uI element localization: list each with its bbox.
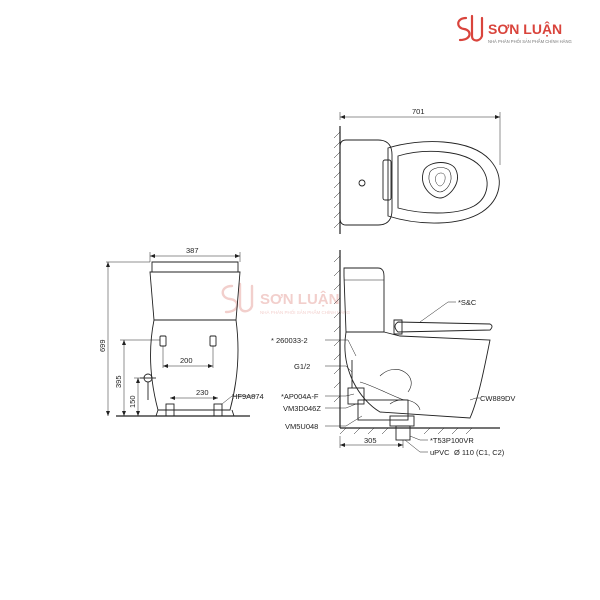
top-view bbox=[333, 112, 501, 234]
top-hinge bbox=[382, 159, 392, 201]
top-seat-outer bbox=[387, 141, 500, 224]
dim-rough-in: 305 bbox=[364, 436, 377, 445]
watermark-mark-icon bbox=[221, 282, 254, 314]
dim-foot-spacing: 230 bbox=[196, 388, 209, 397]
flush-button bbox=[358, 179, 366, 187]
dim-inlet-spacing: 200 bbox=[180, 356, 193, 365]
watermark: SƠN LUẬN NHÀ PHÂN PHỐI SẢN PHẨM CHÍNH HÃ… bbox=[221, 282, 351, 315]
side-body bbox=[344, 331, 491, 419]
floor-hatch bbox=[339, 427, 473, 435]
logo-brand: SƠN LUẬN bbox=[488, 20, 562, 37]
brand-logo: SƠN LUẬN NHÀ PHÂN PHỐI SẢN PHẨM CHÍNH HÃ… bbox=[457, 14, 572, 44]
wall-hatch bbox=[333, 131, 341, 229]
callout-seat: *S&C bbox=[458, 298, 477, 307]
callout-260033: * 260033-2 bbox=[271, 336, 308, 345]
callout-hose: HF9A874 bbox=[232, 392, 264, 401]
top-seat-inner bbox=[397, 151, 488, 214]
top-bowl-opening bbox=[422, 162, 458, 199]
watermark-tagline: NHÀ PHÂN PHỐI SẢN PHẨM CHÍNH HÃNG bbox=[260, 309, 351, 315]
callout-g12: G1/2 bbox=[294, 362, 310, 371]
watermark-brand: SƠN LUẬN bbox=[260, 290, 339, 308]
side-tank bbox=[343, 267, 385, 333]
dim-top-length: 701 bbox=[412, 107, 425, 116]
logo-tagline: NHÀ PHÂN PHỐI SẢN PHẨM CHÍNH HÃNG bbox=[488, 39, 572, 44]
front-body bbox=[150, 319, 239, 411]
dim-supply-height: 150 bbox=[128, 395, 137, 408]
side-view bbox=[325, 250, 500, 453]
top-tank bbox=[339, 139, 393, 226]
front-tank bbox=[151, 261, 239, 273]
front-view bbox=[106, 252, 256, 417]
callout-upvc: uPVC bbox=[430, 448, 450, 457]
dim-front-width: 387 bbox=[186, 246, 199, 255]
logo-mark-icon bbox=[457, 14, 484, 42]
callout-vm5u: VM5U048 bbox=[285, 422, 318, 431]
dim-total-height: 699 bbox=[98, 339, 107, 352]
callout-vm3d: VM3D046Z bbox=[283, 404, 321, 413]
side-seat bbox=[394, 321, 493, 333]
callout-t53: *T53P100VR bbox=[430, 436, 474, 445]
dim-inlet-height: 395 bbox=[114, 375, 123, 388]
callout-ap004: *AP004A-F bbox=[281, 392, 319, 401]
side-wall-hatch bbox=[333, 255, 341, 403]
callout-cw889: CW889DV bbox=[480, 394, 515, 403]
callout-diameter: Ø 110 (C1, C2) bbox=[454, 448, 505, 457]
